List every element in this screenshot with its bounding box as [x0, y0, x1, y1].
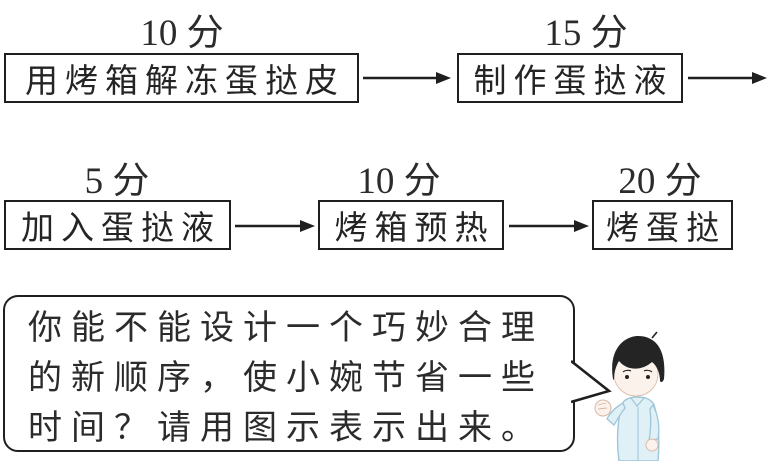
arrow-icon	[235, 220, 315, 232]
step-box-bake-tarts: 烤蛋挞	[592, 200, 733, 250]
speech-bubble-line: 你能不能设计一个巧妙合理	[28, 310, 544, 347]
arrow-icon	[688, 72, 767, 84]
speech-bubble-line: 的新顺序，使小婉节省一些	[28, 360, 544, 397]
arrow-icon	[363, 72, 451, 84]
duration-step1: 10 分	[140, 13, 224, 54]
duration-step2: 15 分	[544, 13, 628, 54]
boy-eye	[646, 375, 650, 379]
duration-step4: 10 分	[357, 161, 441, 202]
step-box-defrost-tart-shells: 用烤箱解冻蛋挞皮	[4, 53, 359, 103]
speech-bubble-tail-icon	[571, 359, 612, 404]
step-box-make-tart-filling: 制作蛋挞液	[457, 53, 683, 103]
step-box-preheat-oven: 烤箱预热	[318, 200, 504, 250]
speech-bubble-line: 时间？请用图示表示出来。	[28, 410, 544, 447]
duration-step5: 20 分	[618, 161, 702, 202]
boy-hand	[645, 438, 659, 452]
boy-hair	[612, 336, 665, 383]
speech-bubble: 你能不能设计一个巧妙合理 的新顺序，使小婉节省一些 时间？请用图示表示出来。	[3, 295, 575, 452]
duration-step3: 5 分	[84, 161, 150, 202]
boy-character-illustration	[594, 331, 665, 461]
arrow-icon	[509, 220, 589, 232]
boy-eye	[625, 375, 629, 379]
step-box-add-tart-filling: 加入蛋挞液	[4, 200, 231, 250]
